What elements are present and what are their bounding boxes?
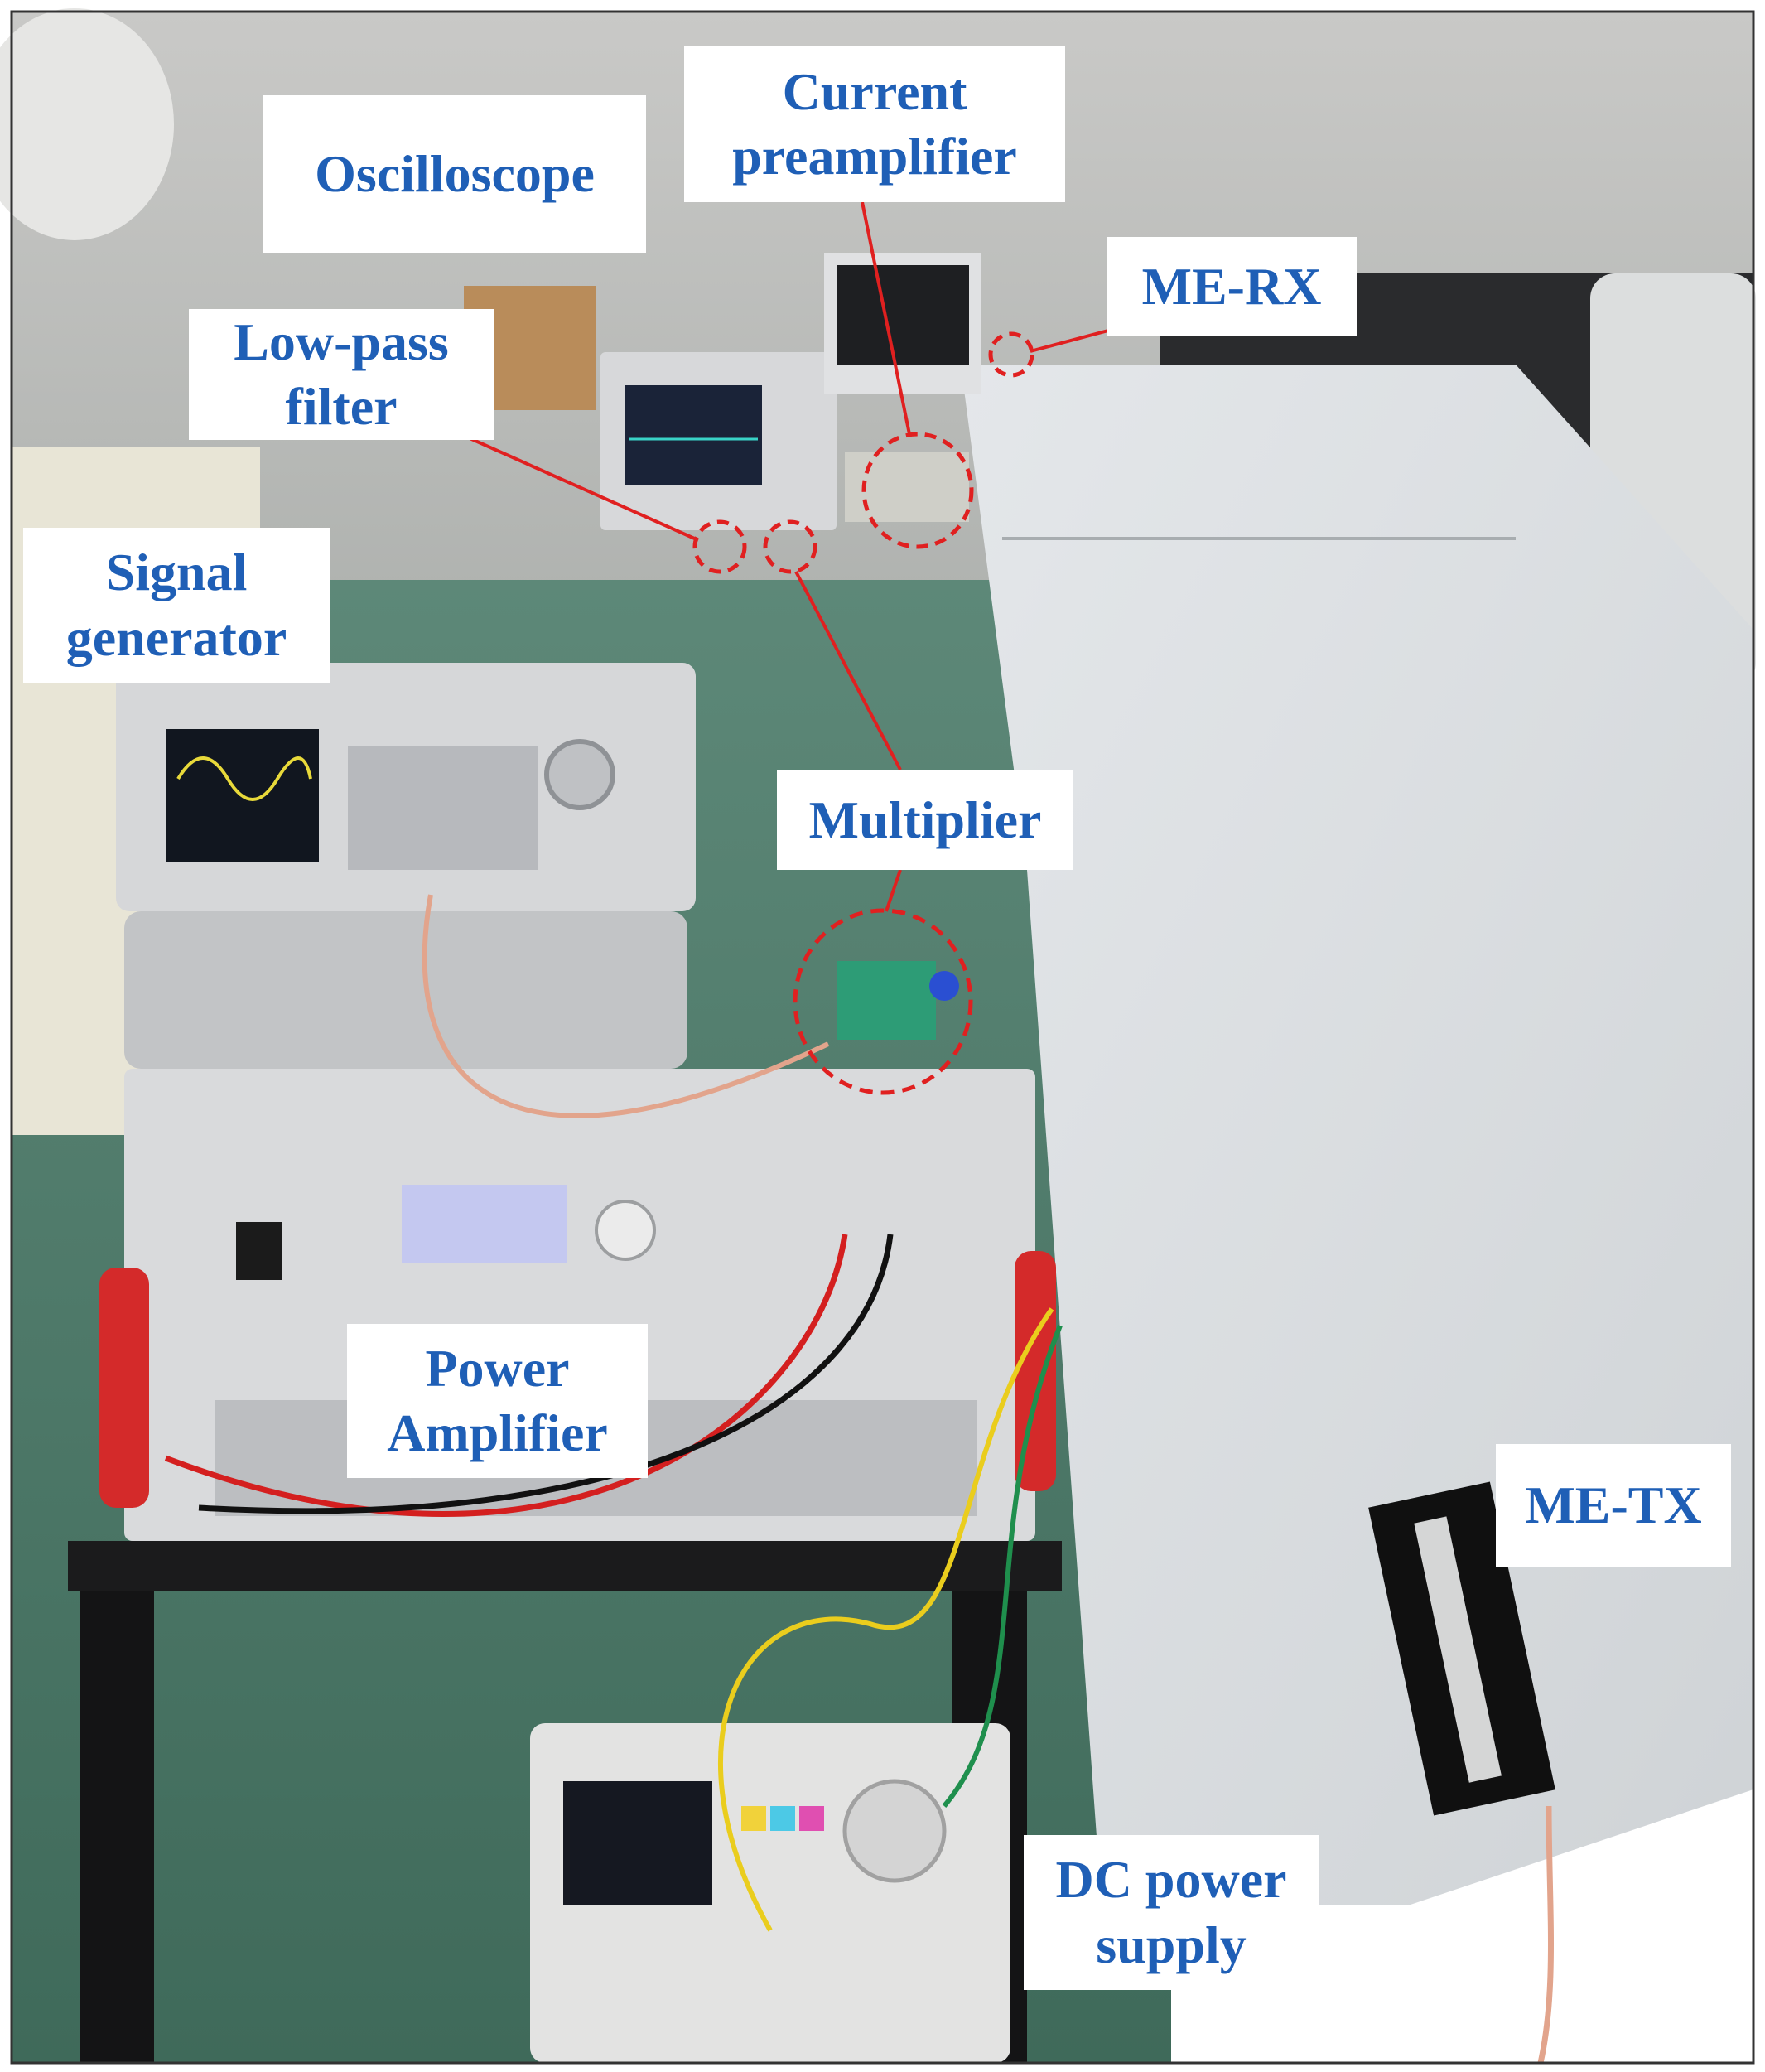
me-tx-strip bbox=[1414, 1516, 1502, 1783]
signal-generator-knob bbox=[544, 739, 615, 810]
me-rx-marker bbox=[988, 331, 1034, 378]
multiplier-board bbox=[837, 961, 936, 1040]
label-line: supply bbox=[1096, 1915, 1247, 1974]
low-pass-filter-leader bbox=[445, 426, 699, 542]
multiplier-leader-upper bbox=[794, 571, 902, 770]
label-line: DC power bbox=[1055, 1850, 1287, 1910]
power-amplifier-knob bbox=[595, 1200, 656, 1261]
dc-power-supply-key-yellow bbox=[741, 1806, 766, 1831]
label-line: ME-RX bbox=[1141, 256, 1322, 316]
label-line: Amplifier bbox=[387, 1403, 608, 1462]
label-line: Low-pass bbox=[234, 312, 449, 371]
laptop-screen bbox=[837, 265, 969, 365]
dc-power-supply-dial bbox=[842, 1779, 947, 1883]
dc-power-supply-key-cyan bbox=[770, 1806, 795, 1831]
low-pass-filter-label: Low-pass filter bbox=[189, 309, 494, 440]
coax-cable-tx bbox=[1537, 1805, 1554, 2064]
low-pass-filter-marker bbox=[692, 519, 747, 574]
current-preamplifier-label: Current preamplifier bbox=[684, 46, 1065, 202]
black-table-leg-left bbox=[80, 1591, 154, 2063]
black-table bbox=[68, 1541, 1062, 1591]
me-rx-label: ME-RX bbox=[1107, 237, 1357, 336]
label-line: Signal bbox=[105, 543, 248, 602]
label-line: preamplifier bbox=[732, 127, 1017, 186]
coax-cable bbox=[422, 894, 830, 1118]
me-tx-label: ME-TX bbox=[1496, 1444, 1731, 1567]
signal-generator-keypad bbox=[348, 746, 538, 870]
dc-power-supply-key-magenta bbox=[799, 1806, 824, 1831]
multiplier-label: Multiplier bbox=[777, 770, 1073, 870]
dc-power-supply-screen bbox=[563, 1781, 712, 1905]
power-amplifier-handle-right bbox=[1015, 1251, 1056, 1491]
signal-generator-stand bbox=[124, 911, 687, 1069]
label-line: Current bbox=[782, 61, 967, 121]
multiplier-marker bbox=[793, 908, 973, 1095]
label-line: Multiplier bbox=[808, 790, 1042, 849]
label-line: filter bbox=[285, 377, 398, 436]
power-amplifier-display bbox=[402, 1185, 567, 1263]
signal-generator-waveform bbox=[176, 756, 312, 801]
green-cable bbox=[942, 1324, 1063, 1808]
power-amplifier-handle-left bbox=[99, 1268, 149, 1508]
multiplier-leader-lower bbox=[885, 869, 902, 912]
left-machine bbox=[0, 8, 174, 240]
oscilloscope-screen bbox=[625, 385, 762, 485]
red-cable bbox=[164, 1234, 848, 1517]
yellow-cable bbox=[718, 1307, 1054, 1932]
label-line: ME-TX bbox=[1525, 1476, 1702, 1535]
black-cable bbox=[198, 1234, 894, 1514]
label-line: generator bbox=[65, 607, 287, 667]
preamplifier-leader bbox=[861, 201, 911, 435]
multiplier-input-marker bbox=[763, 519, 817, 574]
photo-border bbox=[10, 10, 1755, 2065]
preamplifier-marker bbox=[861, 432, 974, 549]
oscilloscope-label: Oscilloscope bbox=[263, 95, 646, 253]
power-amplifier-switch bbox=[236, 1222, 282, 1280]
label-line: Power bbox=[425, 1338, 570, 1398]
label-line: Oscilloscope bbox=[315, 143, 595, 203]
multiplier-potentiometer bbox=[929, 971, 959, 1001]
